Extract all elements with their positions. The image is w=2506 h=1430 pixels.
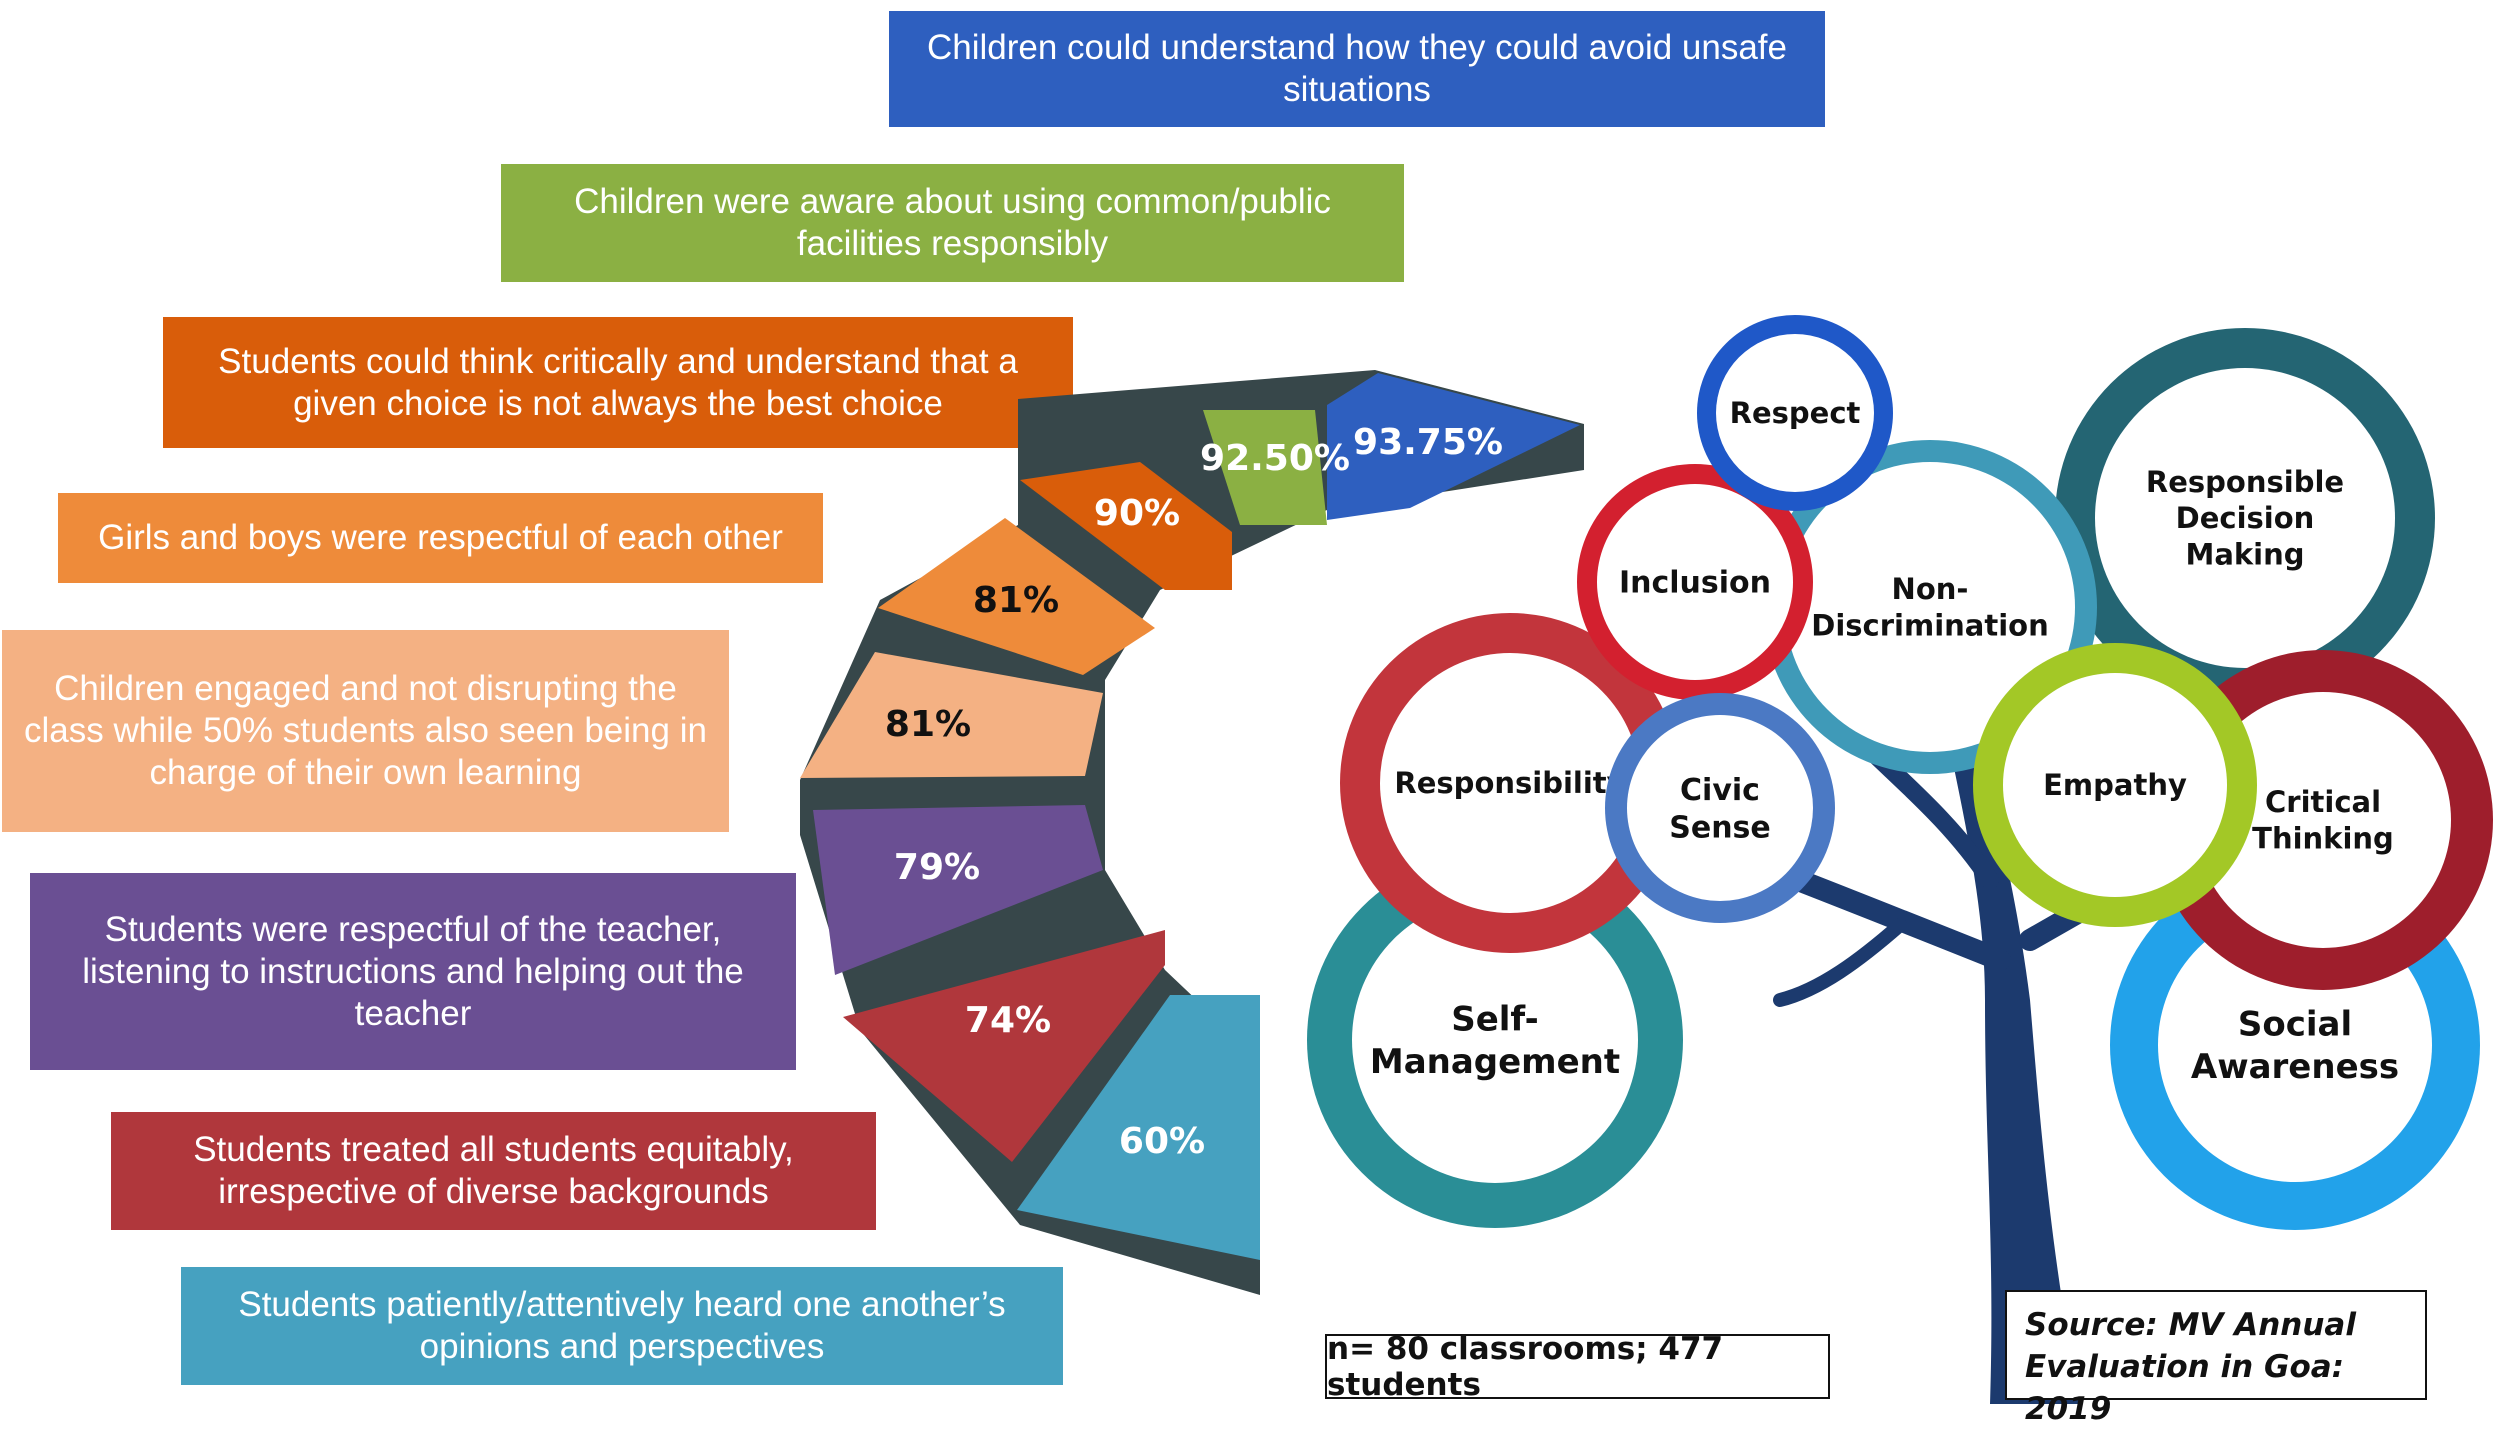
percent-label-6: 79% <box>894 847 980 888</box>
step-top-5 <box>800 652 1103 778</box>
finding-box-1: Children could understand how they could… <box>889 11 1825 127</box>
step-top-4 <box>878 518 1155 675</box>
percent-label-4: 81% <box>973 580 1059 621</box>
staircase-steps <box>800 373 1580 1260</box>
step-top-7 <box>843 930 1165 1162</box>
competency-empathy: Empathy <box>1973 643 2257 927</box>
finding-box-6: Students were respectful of the teacher,… <box>30 873 796 1070</box>
tree-branch-left-2 <box>1773 918 1907 1007</box>
competency-core <box>1785 462 2075 752</box>
percent-label-7: 74% <box>965 1000 1051 1041</box>
competency-label: Self-Management <box>1370 1000 1620 1083</box>
percent-label-2: 92.50% <box>1200 438 1350 479</box>
competency-core <box>1716 334 1874 492</box>
step-top-2 <box>1203 410 1327 525</box>
step-top-3 <box>1020 462 1232 590</box>
finding-box-5: Children engaged and not disrupting the … <box>2 630 729 832</box>
competency-responsibility: Responsibility <box>1340 613 1680 953</box>
finding-box-4: Girls and boys were respectful of each o… <box>58 493 823 583</box>
sample-size-note: n= 80 classrooms; 477 students <box>1325 1331 1830 1403</box>
competency-inclusion: Inclusion <box>1577 464 1813 700</box>
percent-labels: 93.75% 92.50% 90% 81% 81% 79% 74% 60% <box>885 422 1503 1162</box>
percent-label-8: 60% <box>1119 1121 1205 1162</box>
percent-label-1: 93.75% <box>1353 422 1503 463</box>
step-top-8 <box>1017 995 1260 1260</box>
finding-box-3: Students could think critically and unde… <box>163 317 1073 448</box>
competency-label: Responsibility <box>1394 766 1625 800</box>
competency-self-management: Self-Management <box>1307 852 1683 1228</box>
finding-box-8: Students patiently/attentively heard one… <box>181 1267 1063 1385</box>
competency-core <box>1597 484 1793 680</box>
competency-label: Respect <box>1730 396 1861 430</box>
step-top-1 <box>1327 373 1580 520</box>
percent-label-5: 81% <box>885 704 971 745</box>
tree-trunk <box>1940 700 2080 1404</box>
finding-box-7: Students treated all students equitably,… <box>111 1112 876 1230</box>
competency-respect: Respect <box>1697 315 1893 511</box>
competency-core <box>1380 653 1640 913</box>
finding-box-2: Children were aware about using common/p… <box>501 164 1404 282</box>
competency-label: Non-Discrimination <box>1811 572 2048 642</box>
competency-core <box>1352 897 1638 1183</box>
percent-label-3: 90% <box>1094 493 1180 534</box>
source-note: Source: MV Annual Evaluation in Goa: 201… <box>2005 1290 2427 1427</box>
competency-label: Empathy <box>2043 768 2187 802</box>
competency-core <box>1627 715 1813 901</box>
competency-label: Inclusion <box>1619 566 1771 601</box>
step-top-6 <box>813 805 1103 975</box>
competency-non-discrimination: Non-Discrimination <box>1763 440 2097 774</box>
competency-core <box>2195 692 2451 948</box>
competency-core <box>2095 368 2395 668</box>
competency-core <box>2003 673 2227 897</box>
